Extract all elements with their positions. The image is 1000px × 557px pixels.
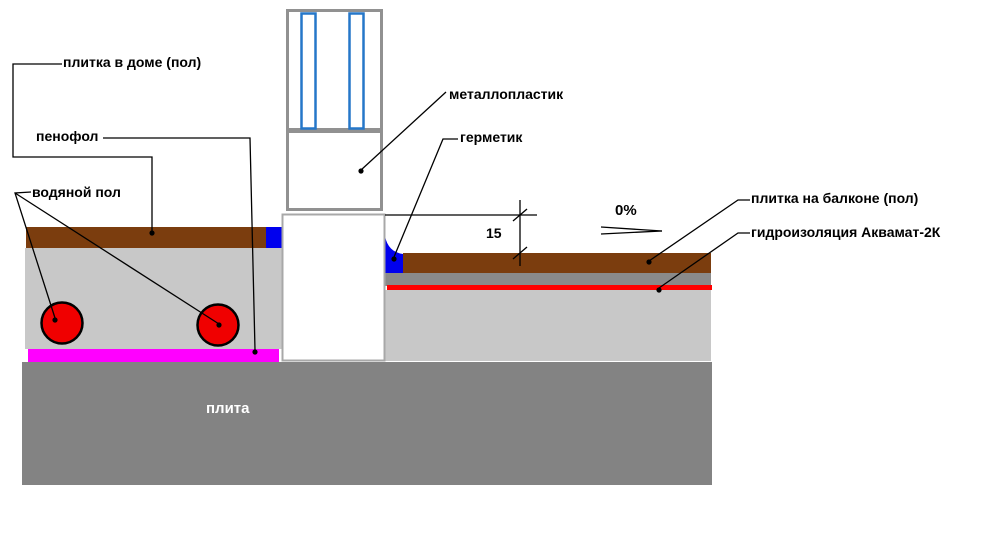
leader-sealant-dot [391, 256, 397, 262]
tile-balcony-label: плитка на балконе (пол) [751, 190, 919, 206]
step-height-dimension-text: 15 [486, 225, 502, 241]
leader-penofol [103, 137, 256, 351]
leader-waterproofing [658, 232, 750, 289]
sealant-label: герметик [460, 129, 523, 145]
house-tile-layer [26, 227, 266, 248]
leader-metal-plastic [360, 91, 447, 171]
leader-tile-balcony [648, 199, 750, 262]
dimension-tick-bottom [512, 246, 528, 260]
leader-tile-house [12, 63, 153, 231]
waterproofing-label: гидроизоляция Аквамат-2К [751, 224, 941, 240]
leader-sealant [393, 138, 458, 258]
tile-house-label: плитка в доме (пол) [63, 54, 202, 70]
window-frame-lower [286, 130, 383, 211]
leader-tile-house-dot [149, 230, 155, 236]
slope-symbol-bottom-line [600, 230, 663, 235]
slope-symbol-top-line [600, 226, 663, 232]
leader-waterproofing-dot [656, 287, 662, 293]
slab-block [22, 362, 712, 485]
window-glass-bar-left [300, 12, 317, 130]
penofol-layer [28, 349, 279, 362]
balcony-adhesive-layer [385, 273, 711, 286]
water-pipe-left [40, 301, 84, 345]
water-floor-label: водяной пол [32, 184, 121, 200]
penofol-label: пенофол [36, 128, 99, 144]
dimension-tick-top [512, 208, 528, 222]
house-joint-sealant [266, 227, 282, 248]
leader-tile-balcony-dot [646, 259, 652, 265]
leader-water-floor-dot-1 [52, 317, 58, 323]
balcony-tile-layer [403, 253, 711, 273]
wall-block [281, 213, 386, 362]
waterproofing-layer [387, 285, 712, 290]
leader-penofol-dot [252, 349, 258, 355]
leader-water-floor-2 [14, 192, 220, 325]
balcony-sealant-fillet [385, 236, 403, 273]
metal-plastic-label: металлопластик [449, 86, 564, 102]
slab-label: плита [206, 400, 250, 417]
slope-annotation-text: 0% [615, 202, 637, 219]
balcony-screed-layer [385, 290, 711, 361]
window-glass-bar-right [348, 12, 365, 130]
leader-metal-plastic-dot [358, 168, 364, 174]
leader-water-floor-dot-2 [216, 322, 222, 328]
